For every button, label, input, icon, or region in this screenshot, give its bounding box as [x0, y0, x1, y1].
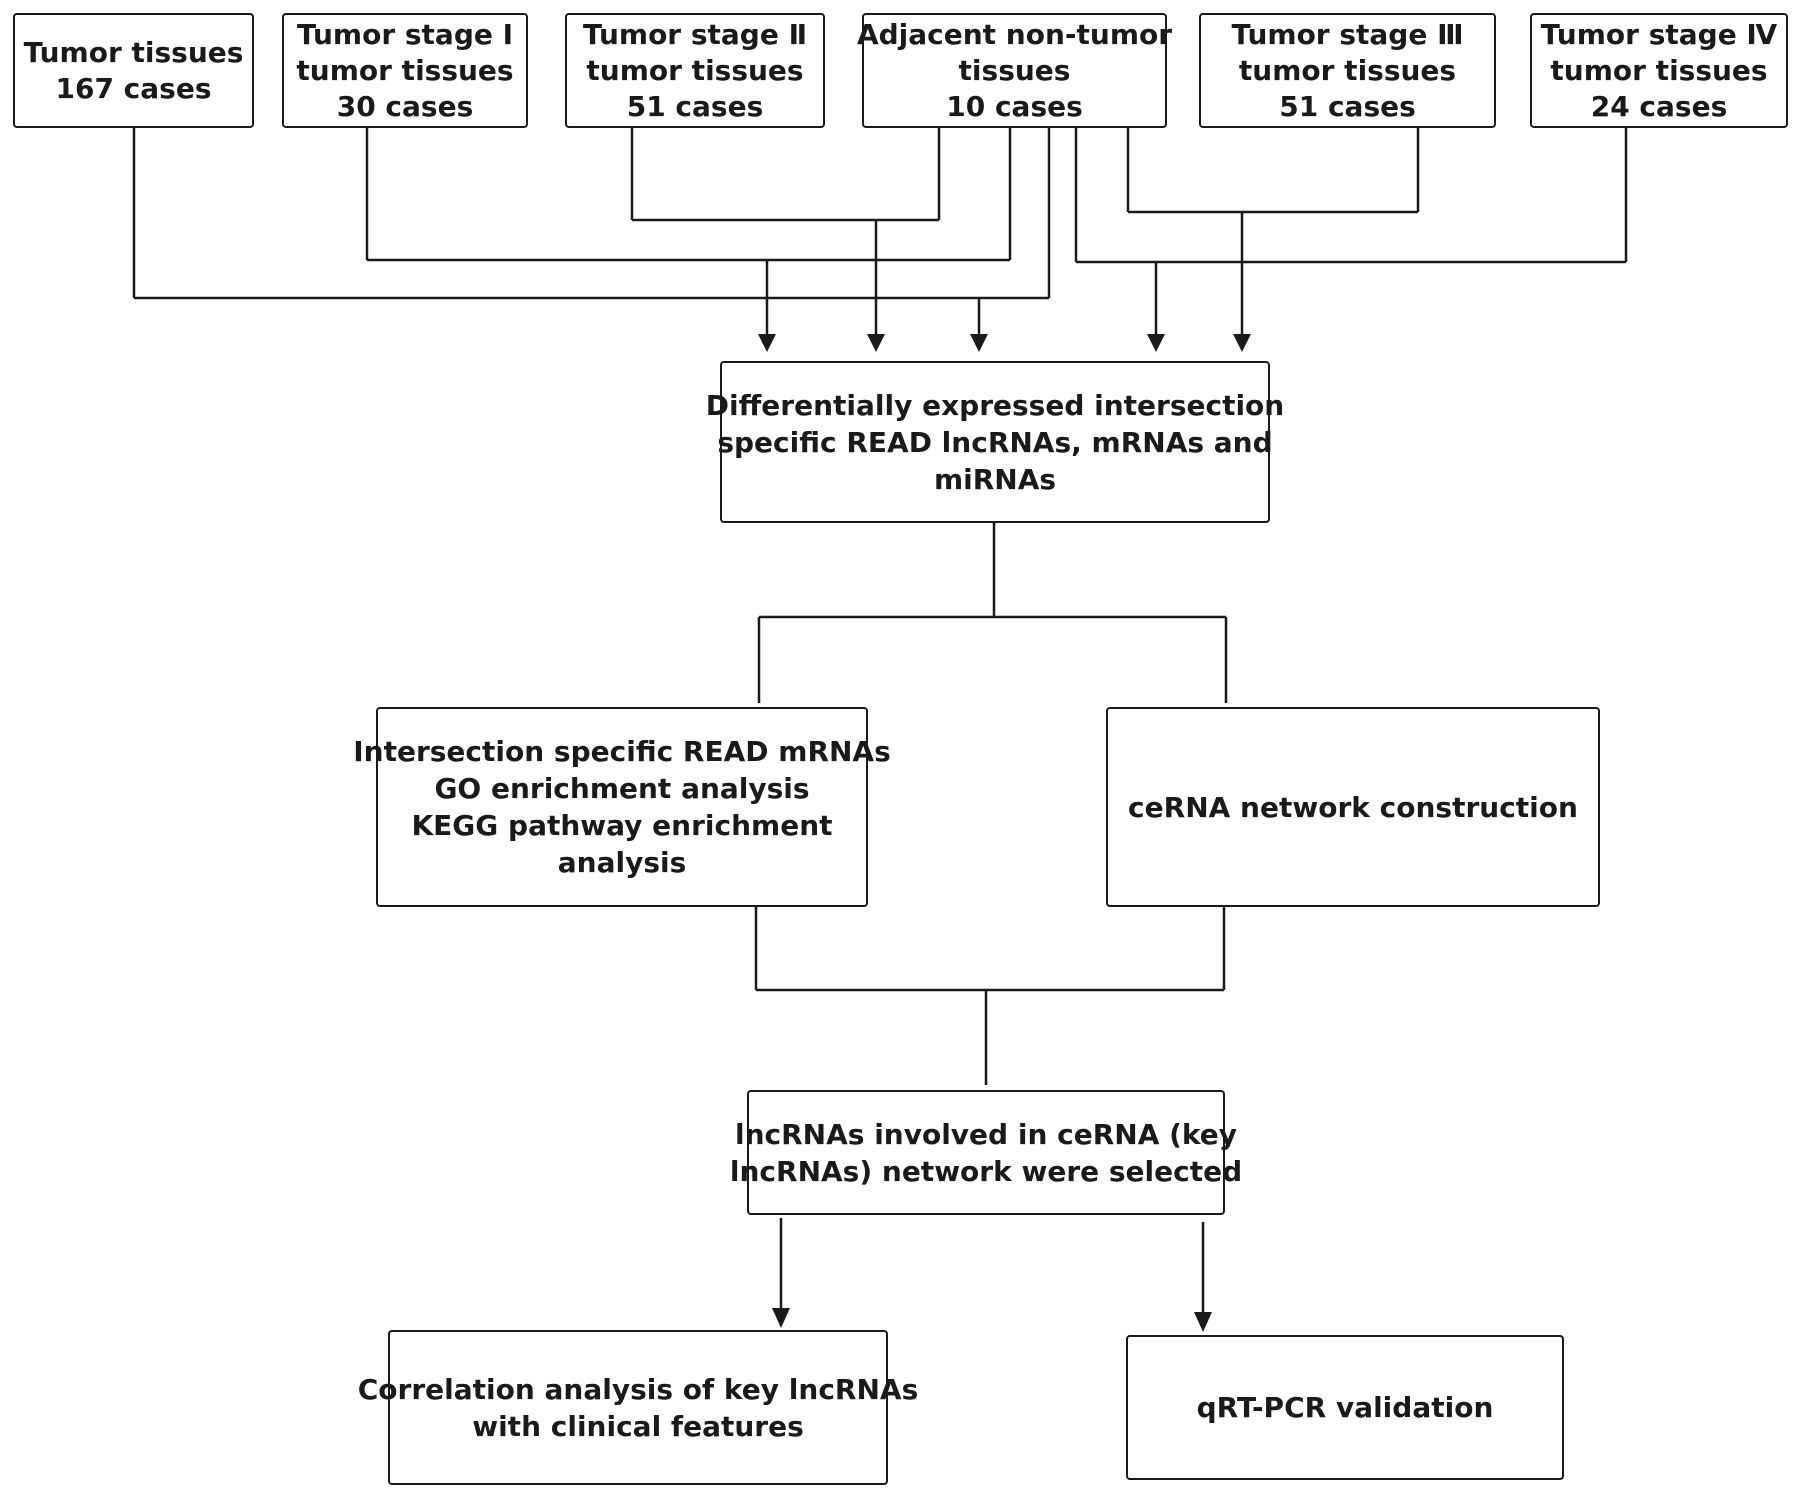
- box-text-line: Tumor stage Ⅱ: [582, 17, 808, 51]
- box-text-line: 51 cases: [626, 89, 764, 123]
- box-text-line: KEGG pathway enrichment: [411, 809, 833, 842]
- key-lncrnas-box: lncRNAs involved in ceRNA (key lncRNAs) …: [730, 1090, 1242, 1215]
- box-text-line: Differentially expressed intersection: [705, 388, 1285, 422]
- box-text-line: lncRNAs) network were selected: [729, 1154, 1243, 1188]
- enrichment-analysis-box: Intersection specific READ mRNAs GO enri…: [353, 707, 891, 907]
- box-text-line: tumor tissues: [586, 53, 804, 87]
- box-text-line: tumor tissues: [1550, 53, 1768, 87]
- box-text-line: tissues: [958, 53, 1071, 87]
- box-text-line: specific READ lncRNAs, mRNAs and: [717, 425, 1273, 459]
- cerna-network-box: ceRNA network construction: [1106, 707, 1600, 907]
- box-text-line: analysis: [557, 846, 687, 879]
- box-text-line: Tumor stage Ⅰ: [296, 17, 514, 51]
- tumor-tissues-box: Tumor tissues 167 cases: [13, 13, 254, 128]
- differential-expression-box: Differentially expressed intersection sp…: [706, 361, 1284, 523]
- box-text-line: 30 cases: [336, 89, 474, 123]
- box-text-line: with clinical features: [472, 1409, 804, 1443]
- box-text-line: tumor tissues: [1238, 53, 1457, 87]
- box-text-line: 24 cases: [1590, 89, 1728, 123]
- box-text-line: Tumor tissues: [23, 35, 244, 69]
- stage-3-box: Tumor stage Ⅲ tumor tissues 51 cases: [1199, 13, 1496, 128]
- box-text-line: Tumor stage Ⅳ: [1540, 17, 1778, 51]
- qrt-pcr-validation-box: qRT-PCR validation: [1126, 1335, 1564, 1480]
- box-text-line: ceRNA network construction: [1128, 790, 1578, 824]
- box-text-line: Correlation analysis of key lncRNAs: [357, 1372, 919, 1406]
- adjacent-non-tumor-box: Adjacent non-tumor tissues 10 cases: [857, 13, 1172, 128]
- box-text-line: tumor tissues: [296, 53, 514, 87]
- box-text-line: 51 cases: [1279, 89, 1416, 123]
- box-text-line: 10 cases: [946, 89, 1083, 123]
- correlation-analysis-box: Correlation analysis of key lncRNAs with…: [358, 1330, 918, 1485]
- box-text-line: 167 cases: [55, 71, 212, 105]
- box-text-line: miRNAs: [933, 462, 1057, 496]
- box-text-line: GO enrichment analysis: [434, 772, 810, 805]
- stage-4-box: Tumor stage Ⅳ tumor tissues 24 cases: [1530, 13, 1788, 128]
- box-text-line: Tumor stage Ⅲ: [1231, 17, 1464, 51]
- box-text-line: lncRNAs involved in ceRNA (key: [734, 1117, 1238, 1151]
- stage-2-box: Tumor stage Ⅱ tumor tissues 51 cases: [565, 13, 825, 128]
- box-text-line: Intersection specific READ mRNAs: [353, 735, 891, 768]
- box-text-line: qRT-PCR validation: [1196, 1391, 1494, 1424]
- stage-1-box: Tumor stage Ⅰ tumor tissues 30 cases: [282, 13, 528, 128]
- box-text-line: Adjacent non-tumor: [856, 17, 1173, 51]
